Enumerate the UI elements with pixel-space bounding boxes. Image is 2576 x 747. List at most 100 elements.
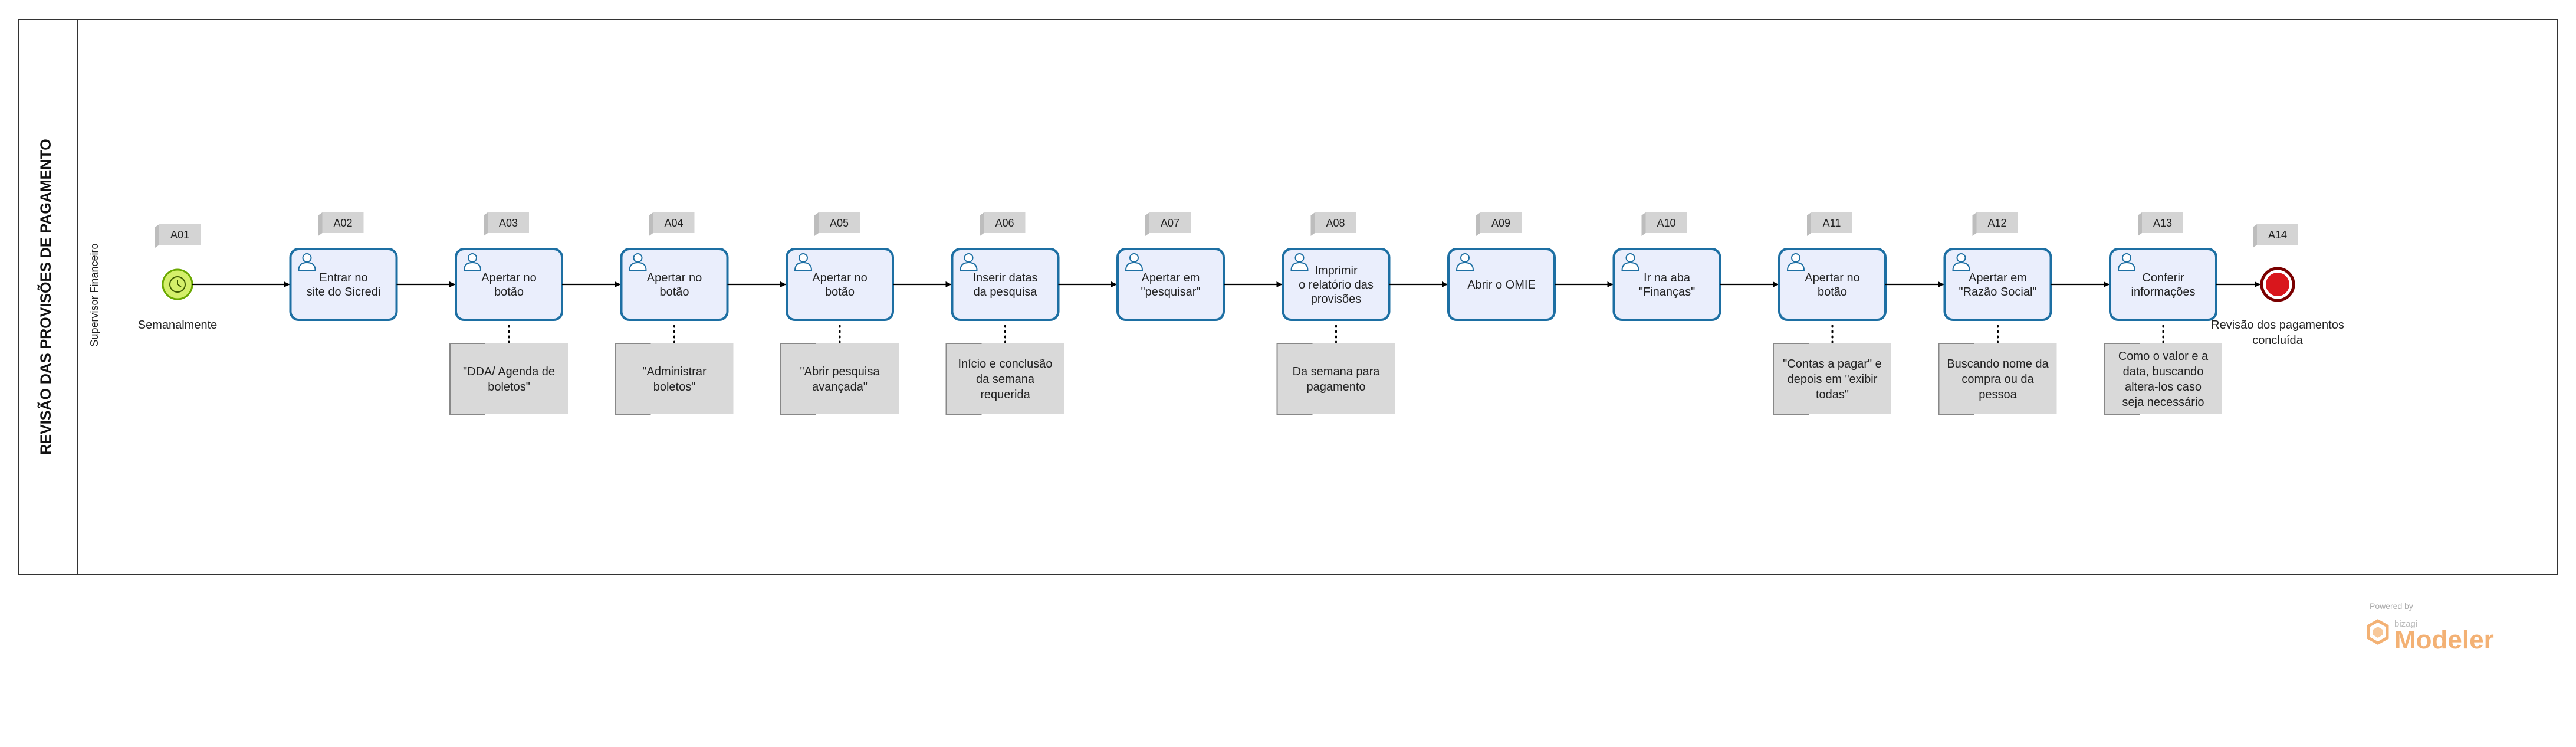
lane-name: Supervisor Financeiro (88, 243, 100, 346)
task-label: botão (1818, 286, 1847, 299)
annotation-text: da semana (976, 373, 1035, 386)
tag-a05-label: A05 (830, 217, 849, 229)
annotation-text: "Abrir pesquisa (800, 365, 880, 378)
user-task-icon (960, 253, 978, 271)
task-label: botão (494, 286, 524, 299)
watermark-brand: bizagi (2394, 619, 2417, 629)
task-label: Apertar no (481, 271, 536, 284)
tag-a01-label: A01 (170, 229, 189, 241)
tag-a07-label: A07 (1161, 217, 1179, 229)
tag-a04-label: A04 (664, 217, 683, 229)
annotation-a03 (450, 343, 568, 414)
annotation-text: data, buscando (2123, 365, 2204, 378)
annotation-text: depois em "exibir (1788, 373, 1878, 386)
task-label: Ir na aba (1644, 271, 1691, 284)
user-task-icon (1786, 253, 1805, 271)
annotation-a11 (1773, 343, 1891, 414)
task-label: Apertar no (647, 271, 702, 284)
tag-a01 (159, 224, 201, 245)
tag-a10 (1645, 212, 1687, 233)
tag-a10-label: A10 (1657, 217, 1675, 229)
annotation-a08 (1277, 343, 1395, 414)
annotation-bracket (1276, 343, 1313, 415)
bizagi-watermark: Powered by bizagi Modeler (2367, 601, 2494, 654)
tag-a14 (2257, 224, 2298, 245)
tag-a03-label: A03 (499, 217, 518, 229)
end-event-fill (2266, 273, 2289, 296)
user-task-icon (629, 253, 647, 271)
task-label: Apertar em (1142, 271, 1200, 284)
task-label: "Razão Social" (1959, 286, 2036, 299)
task-label: Apertar em (1969, 271, 2027, 284)
user-task-icon (1290, 253, 1309, 271)
end-event-label: Revisão dos pagamentos (2211, 319, 2344, 332)
tag-a13 (2142, 212, 2183, 233)
annotation-text: Da semana para (1293, 365, 1381, 378)
pool-title: REVISÃO DAS PROVISÕES DE PAGAMENTO (37, 139, 54, 454)
annotation-text: Início e conclusão (958, 358, 1052, 371)
tag-a05 (819, 212, 860, 233)
clock-icon (169, 276, 186, 293)
tag-a03 (488, 212, 529, 233)
annotation-text: Buscando nome da (1947, 358, 2049, 371)
task-label: "Finanças" (1639, 286, 1695, 299)
user-task-icon (298, 253, 316, 271)
user-task-icon (794, 253, 813, 271)
tag-a04 (653, 212, 695, 233)
tag-a09-label: A09 (1491, 217, 1510, 229)
annotation-bracket (615, 343, 651, 415)
start-event-label: Semanalmente (138, 319, 218, 332)
annotation-a12 (1938, 343, 2057, 414)
annotation-text: "DDA/ Agenda de (463, 365, 555, 378)
task-label: Entrar no (319, 271, 367, 284)
task-label: "pesquisar" (1141, 286, 1201, 299)
task-label: o relatório das (1299, 279, 1374, 291)
user-task-icon (1455, 253, 1474, 271)
annotation-text: todas" (1816, 388, 1849, 401)
tag-a11 (1811, 212, 1852, 233)
annotation-bracket (449, 343, 485, 415)
annotation-text: boletos" (488, 381, 530, 394)
annotation-text: requerida (980, 388, 1030, 401)
user-task-icon (1952, 253, 1970, 271)
clock-hands (177, 280, 182, 287)
tag-a09 (1480, 212, 1522, 233)
task-label: botão (825, 286, 855, 299)
tag-a06 (984, 212, 1026, 233)
task-label: da pesquisa (974, 286, 1038, 299)
annotation-a06 (946, 343, 1064, 414)
end-event-label: concluída (2252, 334, 2303, 347)
task-label: Apertar no (1805, 271, 1859, 284)
annotation-text: altera-los caso (2125, 381, 2202, 394)
annotation-bracket (780, 343, 816, 415)
task-label: informações (2131, 286, 2196, 299)
user-task-icon (2117, 253, 2136, 271)
annotation-a13 (2104, 343, 2222, 414)
user-task-icon (463, 253, 482, 271)
tag-a11-label: A11 (1823, 217, 1841, 229)
task-label: Abrir o OMIE (1467, 279, 1536, 291)
annotation-a04 (615, 343, 734, 414)
annotation-text: Como o valor e a (2118, 350, 2209, 363)
task-label: botão (659, 286, 689, 299)
bizagi-logo-icon (2367, 619, 2389, 645)
tag-a14-label: A14 (2268, 229, 2287, 241)
annotation-text: "Contas a pagar" e (1783, 358, 1882, 371)
tag-a08-label: A08 (1326, 217, 1345, 229)
annotation-text: boletos" (653, 381, 696, 394)
annotation-bracket (1938, 343, 1974, 415)
task-label: provisões (1311, 293, 1362, 306)
tag-a07 (1149, 212, 1191, 233)
annotation-text: "Administrar (642, 365, 707, 378)
annotation-text: pagamento (1306, 381, 1365, 394)
task-label: Inserir datas (972, 271, 1037, 284)
task-label: Conferir (2142, 271, 2184, 284)
task-label: Imprimir (1315, 264, 1358, 277)
tag-a06-label: A06 (995, 217, 1014, 229)
annotation-text: avançada" (812, 381, 868, 394)
annotation-text: pessoa (1979, 388, 2017, 401)
annotation-text: seja necessário (2122, 396, 2204, 409)
tag-a12 (1976, 212, 2018, 233)
